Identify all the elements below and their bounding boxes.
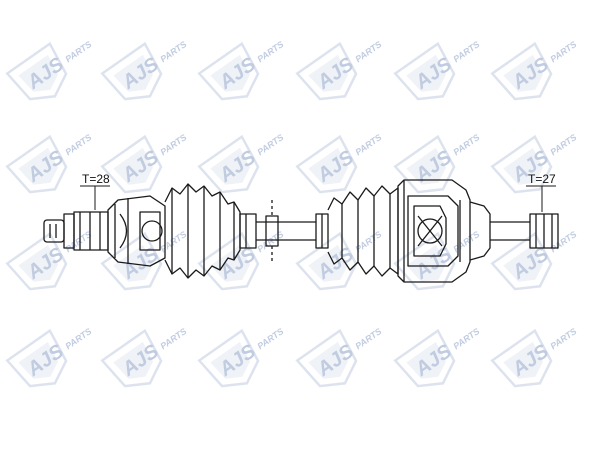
watermark-suffix: PARTS <box>158 132 188 157</box>
left-spline-stub <box>43 211 109 251</box>
right-spline-label: T=27 <box>528 172 556 186</box>
drive-shaft-assembly <box>43 179 559 283</box>
watermark-suffix: PARTS <box>353 132 383 157</box>
watermark-suffix: PARTS <box>63 132 93 157</box>
right-clamp <box>315 213 329 249</box>
watermark-suffix: PARTS <box>255 39 285 64</box>
watermark-suffix: PARTS <box>255 132 285 157</box>
watermark-layer: AJSPARTSAJSPARTSAJSPARTSAJSPARTSAJSPARTS… <box>5 39 578 400</box>
watermark-suffix: PARTS <box>548 326 578 351</box>
left-spline-label: T=28 <box>82 172 110 186</box>
watermark-suffix: PARTS <box>158 326 188 351</box>
shaft-bar <box>256 200 316 262</box>
left-clamp <box>239 213 257 249</box>
watermark-suffix: PARTS <box>548 229 578 254</box>
watermark-suffix: PARTS <box>63 39 93 64</box>
watermark-suffix: PARTS <box>451 132 481 157</box>
watermark-suffix: PARTS <box>255 229 285 254</box>
watermark-suffix: PARTS <box>548 39 578 64</box>
right-spline-stub <box>469 201 559 261</box>
right-cv-joint <box>397 179 471 283</box>
watermark-suffix: PARTS <box>158 229 188 254</box>
watermark-suffix: PARTS <box>63 326 93 351</box>
watermark-suffix: PARTS <box>255 326 285 351</box>
left-cv-joint <box>107 195 166 267</box>
watermark-suffix: PARTS <box>353 326 383 351</box>
watermark-suffix: PARTS <box>451 326 481 351</box>
watermark-suffix: PARTS <box>548 132 578 157</box>
watermark-suffix: PARTS <box>451 229 481 254</box>
watermark-suffix: PARTS <box>353 39 383 64</box>
watermark-suffix: PARTS <box>158 39 188 64</box>
watermark-suffix: PARTS <box>451 39 481 64</box>
